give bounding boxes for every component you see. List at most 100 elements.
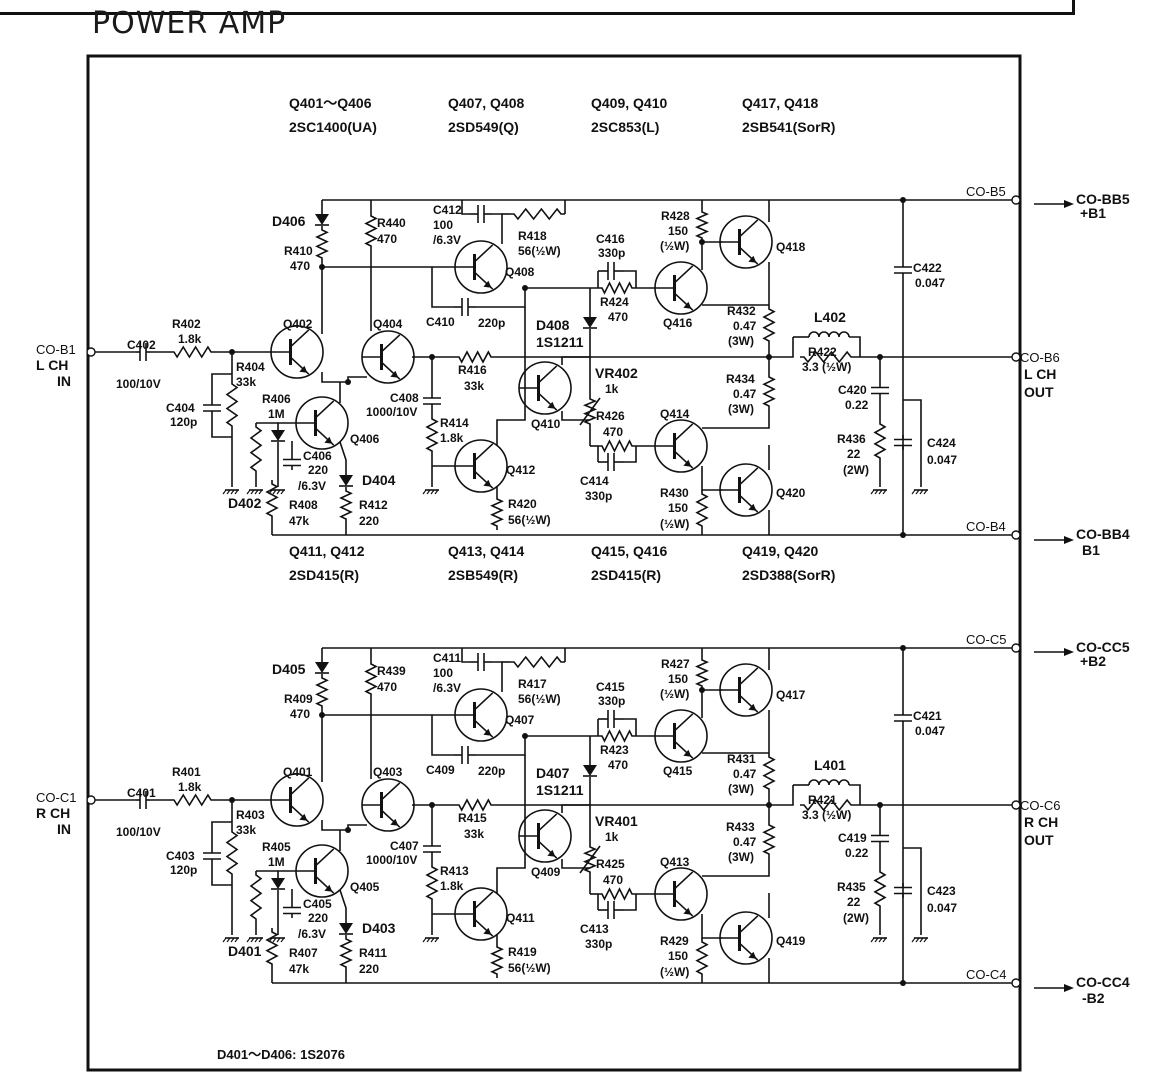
wire bbox=[211, 821, 232, 846]
resistor bbox=[490, 495, 504, 530]
component-label: R424 bbox=[600, 295, 629, 309]
connector-terminal bbox=[1011, 530, 1021, 540]
transistor-label: Q416 bbox=[663, 316, 693, 330]
wire bbox=[561, 804, 590, 813]
input-resistor bbox=[170, 345, 215, 359]
transistor-label: Q408 bbox=[505, 265, 535, 279]
transistor-group-label: Q417, Q418 bbox=[742, 95, 818, 111]
component-value: 470 bbox=[608, 758, 628, 772]
component-label: R440 bbox=[377, 216, 406, 230]
driver-transistor bbox=[654, 709, 708, 763]
component-label: R420 bbox=[508, 497, 537, 511]
resistor bbox=[695, 938, 709, 978]
resistor bbox=[265, 928, 279, 968]
output-channel-label: L CH bbox=[1024, 366, 1056, 382]
component-value: (½W) bbox=[660, 965, 689, 979]
transistor-label: Q420 bbox=[776, 486, 806, 500]
component-label: C421 bbox=[913, 709, 942, 723]
component-value: 1.8k bbox=[440, 879, 464, 893]
current-source-transistor bbox=[295, 396, 349, 450]
junction-dot bbox=[319, 712, 325, 718]
component-label: R411 bbox=[359, 946, 387, 960]
ground-icon bbox=[911, 937, 928, 943]
input-connector-label: CO-C1 bbox=[36, 790, 76, 805]
component-label: R430 bbox=[660, 486, 689, 500]
output-connector-label: CO-B6 bbox=[1020, 350, 1060, 365]
diode bbox=[271, 878, 285, 889]
output-transistor bbox=[719, 463, 773, 517]
component-value: 0.047 bbox=[915, 276, 945, 290]
emitter-resistor bbox=[762, 821, 776, 858]
transistor-group-label: Q401～Q406 bbox=[289, 95, 372, 111]
component-value: 1M bbox=[268, 855, 285, 869]
wire bbox=[476, 288, 526, 308]
junction-dot bbox=[345, 827, 351, 833]
component-label: D402 bbox=[228, 495, 262, 511]
component-label: C410 bbox=[426, 315, 455, 329]
component-value: 0.22 bbox=[845, 398, 869, 412]
rail-connector-label: CO-B5 bbox=[966, 184, 1006, 199]
junction-dot bbox=[522, 285, 528, 291]
ground-icon bbox=[222, 489, 239, 495]
component-value: 330p bbox=[585, 489, 612, 503]
component-label: D407 bbox=[536, 765, 570, 781]
feedback-resistor bbox=[510, 655, 565, 669]
component-label: C420 bbox=[838, 383, 867, 397]
component-label: R425 bbox=[596, 857, 625, 871]
transistor-label: Q411 bbox=[506, 911, 535, 925]
component-value: 0.47 bbox=[733, 319, 757, 333]
supply-connector-label: CO-CC4 bbox=[1076, 974, 1130, 990]
transistor-label: Q413 bbox=[660, 855, 690, 869]
resistor bbox=[364, 660, 378, 698]
component-label: C414 bbox=[580, 474, 609, 488]
component-label: R401 bbox=[172, 765, 201, 779]
component-value: (2W) bbox=[843, 911, 869, 925]
component-label: R422 bbox=[808, 345, 837, 359]
component-value: (3W) bbox=[728, 334, 754, 348]
component-value: 3.3 (½W) bbox=[802, 808, 851, 822]
driver-transistor bbox=[654, 419, 708, 473]
component-label: R412 bbox=[359, 498, 388, 512]
diode bbox=[583, 317, 597, 328]
damping-resistor bbox=[800, 798, 855, 812]
component-type: 1S1211 bbox=[536, 334, 584, 350]
component-label: R417 bbox=[518, 677, 547, 691]
output-arrow bbox=[1064, 200, 1074, 208]
damping-resistor bbox=[800, 350, 855, 364]
output-transistor bbox=[719, 663, 773, 717]
transistor-label: Q401 bbox=[283, 765, 313, 779]
connector-terminal bbox=[1011, 195, 1021, 205]
wire bbox=[431, 267, 454, 308]
voltage-amp-transistor bbox=[454, 887, 508, 941]
component-value: 100/10V bbox=[116, 377, 161, 391]
component-label: R409 bbox=[284, 692, 313, 706]
component-value: 150 bbox=[668, 501, 688, 515]
supply-voltage-label: +B1 bbox=[1080, 205, 1106, 221]
schematic-frame bbox=[86, 54, 1022, 1072]
resistor bbox=[598, 439, 636, 453]
junction-dot bbox=[900, 645, 906, 651]
wire bbox=[321, 710, 455, 716]
emitter-resistor bbox=[762, 753, 776, 793]
component-value: 1000/10V bbox=[366, 405, 417, 419]
input-channel-label: L CH bbox=[36, 357, 68, 373]
wire bbox=[903, 399, 922, 487]
wire bbox=[461, 648, 470, 663]
component-value: (3W) bbox=[728, 402, 754, 416]
component-value: 56(½W) bbox=[518, 692, 561, 706]
junction-dot bbox=[699, 687, 705, 693]
transistor-group-label: Q415, Q416 bbox=[591, 543, 667, 559]
feedback-resistor bbox=[455, 350, 495, 364]
input-transistor bbox=[361, 778, 415, 832]
wire bbox=[476, 736, 526, 756]
transistor-label: Q410 bbox=[531, 417, 561, 431]
wire bbox=[702, 858, 770, 877]
component-label: R403 bbox=[236, 808, 265, 822]
wire bbox=[339, 441, 347, 475]
supply-connector-label: CO-BB5 bbox=[1076, 191, 1130, 207]
transistor-label: Q403 bbox=[373, 765, 403, 779]
diode bbox=[339, 923, 353, 934]
wire bbox=[492, 661, 503, 692]
connector-terminal bbox=[1011, 643, 1021, 653]
transistor-label: Q409 bbox=[531, 865, 561, 879]
